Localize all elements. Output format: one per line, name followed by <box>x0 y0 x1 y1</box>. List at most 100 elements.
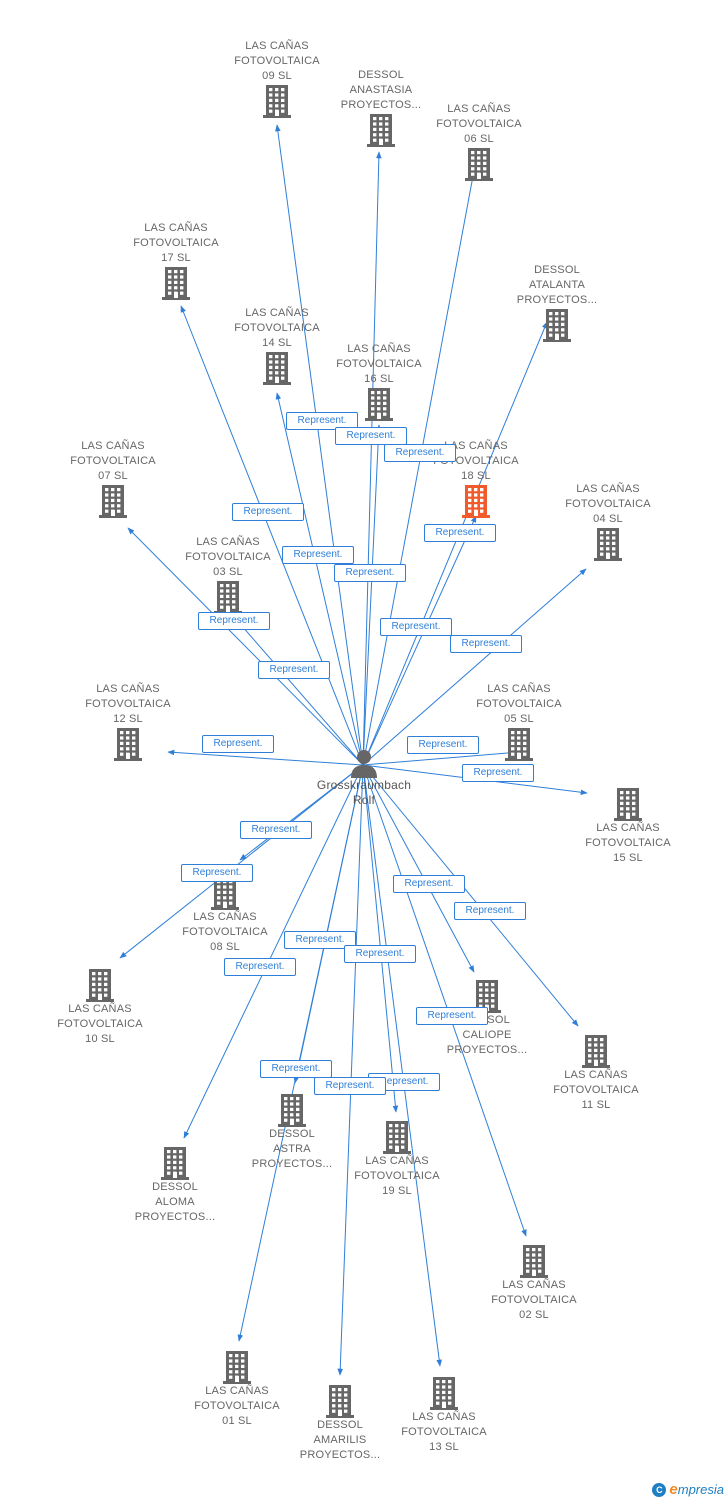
company-name-line: FOTOVOLTAICA <box>234 322 320 334</box>
building-icon <box>462 485 490 518</box>
company-name-line: DESSOL <box>317 1419 363 1431</box>
edge-label-n13[interactable]: Represent. <box>314 1077 386 1095</box>
company-name-line: 15 SL <box>613 852 643 864</box>
edge-line-ncal <box>362 764 475 973</box>
edge-label-ncal[interactable]: Represent. <box>393 875 465 893</box>
company-name-line: FOTOVOLTAICA <box>57 1018 143 1030</box>
company-name-line: ANASTASIA <box>349 84 413 96</box>
company-name-line: 14 SL <box>262 337 292 349</box>
company-name-line: 09 SL <box>262 70 292 82</box>
edge-label-n11[interactable]: Represent. <box>454 902 526 920</box>
edge-label-n16[interactable]: Represent. <box>334 564 406 582</box>
company-name-line: LAS CAÑAS <box>365 1155 429 1167</box>
edge-label-n10[interactable]: Represent. <box>181 864 253 882</box>
edge-label-namar[interactable]: Represent. <box>368 1073 440 1091</box>
edge-label-naloma[interactable]: Represent. <box>224 958 296 976</box>
edge-label-n04[interactable]: Represent. <box>450 635 522 653</box>
company-name-line: 03 SL <box>213 566 243 578</box>
edge-line-n18 <box>362 515 477 766</box>
edge-label-n18[interactable]: Represent. <box>380 618 452 636</box>
company-name-line: 01 SL <box>222 1415 252 1427</box>
company-name-line: 16 SL <box>364 373 394 385</box>
edge-label-n08[interactable]: Represent. <box>240 821 312 839</box>
building-icon <box>582 1035 610 1068</box>
edge-line-n16 <box>362 424 382 766</box>
company-name-line: 13 SL <box>429 1441 459 1453</box>
edge-label-n01[interactable]: Represent. <box>260 1060 332 1078</box>
edge-label-n14[interactable]: Represent. <box>282 546 354 564</box>
company-name-line: FOTOVOLTAICA <box>436 118 522 130</box>
company-name-line: DESSOL <box>534 264 580 276</box>
company-name-line: FOTOVOLTAICA <box>401 1426 487 1438</box>
building-icon <box>162 267 190 300</box>
company-name-line: LAS CAÑAS <box>193 911 257 923</box>
building-icon <box>430 1377 458 1410</box>
company-name-line: LAS CAÑAS <box>447 103 511 115</box>
edge-label-n03[interactable]: Represent. <box>258 661 330 679</box>
company-name-line: FOTOVOLTAICA <box>194 1400 280 1412</box>
logo-c-icon: C <box>652 1482 667 1497</box>
edge-label-n17[interactable]: Represent. <box>232 503 304 521</box>
company-name-line: 04 SL <box>593 513 623 525</box>
company-name-line: 08 SL <box>210 941 240 953</box>
company-name-line: DESSOL <box>152 1181 198 1193</box>
company-name-line: LAS CAÑAS <box>144 222 208 234</box>
edge-line-n14 <box>275 392 364 766</box>
company-name-line: FOTOVOLTAICA <box>185 551 271 563</box>
company-name-line: 07 SL <box>98 470 128 482</box>
company-name-line: LAS CAÑAS <box>502 1279 566 1291</box>
edge-line-n02 <box>362 764 527 1237</box>
center-person-node[interactable]: Grosskraumbach Rolf <box>304 748 424 808</box>
building-icon <box>614 788 642 821</box>
edge-line-n10 <box>119 764 364 959</box>
edge-label-n12[interactable]: Represent. <box>202 735 274 753</box>
company-name-line: PROYECTOS... <box>516 294 598 306</box>
company-name-line: FOTOVOLTAICA <box>234 55 320 67</box>
edge-label-n19[interactable]: Represent. <box>344 945 416 963</box>
edge-label-nastra[interactable]: Represent. <box>284 931 356 949</box>
company-name-line: FOTOVOLTAICA <box>354 1170 440 1182</box>
edge-label-n02[interactable]: Represent. <box>416 1007 488 1025</box>
company-name-line: FOTOVOLTAICA <box>133 237 219 249</box>
company-name-line: 02 SL <box>519 1309 549 1321</box>
edge-line-nanast <box>362 151 382 766</box>
edge-label-n07[interactable]: Represent. <box>198 612 270 630</box>
company-name-line: LAS CAÑAS <box>245 307 309 319</box>
building-icon <box>86 969 114 1002</box>
building-icon <box>594 528 622 561</box>
company-name-line: PROYECTOS... <box>340 99 422 111</box>
edge-label-natal[interactable]: Represent. <box>424 524 496 542</box>
building-icon <box>263 85 291 118</box>
edge-label-n09[interactable]: Represent. <box>286 412 358 430</box>
company-node-n14[interactable]: LAS CAÑAS FOTOVOLTAICA 14 SL <box>217 306 337 385</box>
company-name-line: LAS CAÑAS <box>81 440 145 452</box>
edge-label-nanast[interactable]: Represent. <box>335 427 407 445</box>
company-node-ncal[interactable]: DESSOLCALIOPEPROYECTOS... <box>427 979 547 1058</box>
edge-label-n06[interactable]: Represent. <box>384 444 456 462</box>
building-icon <box>99 485 127 518</box>
edge-label-n05[interactable]: Represent. <box>407 736 479 754</box>
edge-label-n15[interactable]: Represent. <box>462 764 534 782</box>
